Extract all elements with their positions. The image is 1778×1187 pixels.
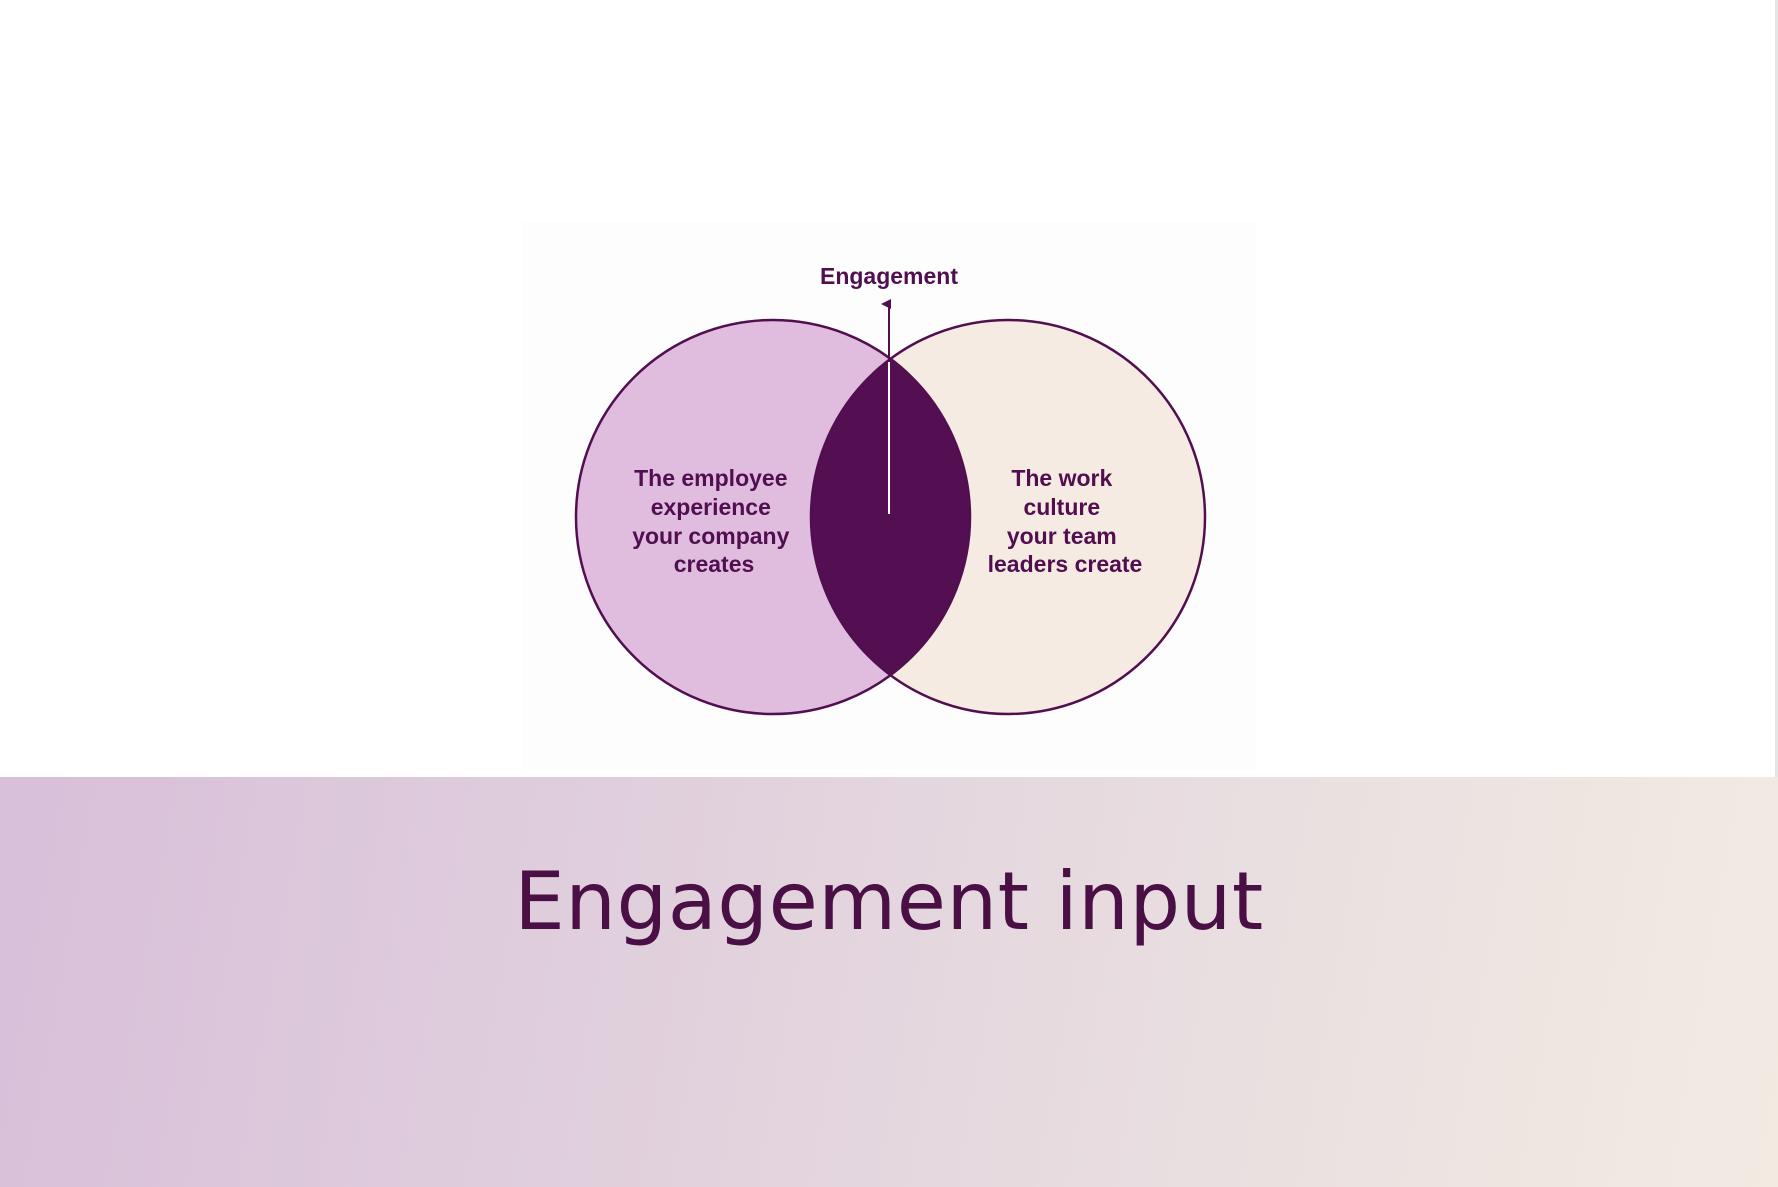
left-circle-text: The employee experience your company cre… <box>632 465 796 577</box>
right-edge-divider <box>1775 0 1778 777</box>
left-line-4: creates <box>674 551 755 577</box>
venn-diagram-card: Engagement The employee experience your … <box>522 222 1256 770</box>
engagement-label: Engagement <box>820 263 958 289</box>
right-circle-outline <box>809 318 1207 716</box>
banner-title: Engagement input <box>514 855 1264 948</box>
overlap-region <box>811 320 970 714</box>
left-line-3: your company <box>632 523 789 549</box>
right-line-4: leaders create <box>988 551 1143 577</box>
right-circle-text: The work culture your team leaders creat… <box>988 465 1143 577</box>
right-line-2: culture <box>1023 494 1100 520</box>
title-banner: Engagement input <box>0 777 1778 1187</box>
right-line-3: your team <box>1007 523 1117 549</box>
right-line-1: The work <box>1011 465 1112 491</box>
venn-diagram: Engagement The employee experience your … <box>574 263 1207 716</box>
left-line-2: experience <box>651 494 771 520</box>
left-line-1: The employee <box>634 465 787 491</box>
left-circle-outline <box>574 318 972 716</box>
